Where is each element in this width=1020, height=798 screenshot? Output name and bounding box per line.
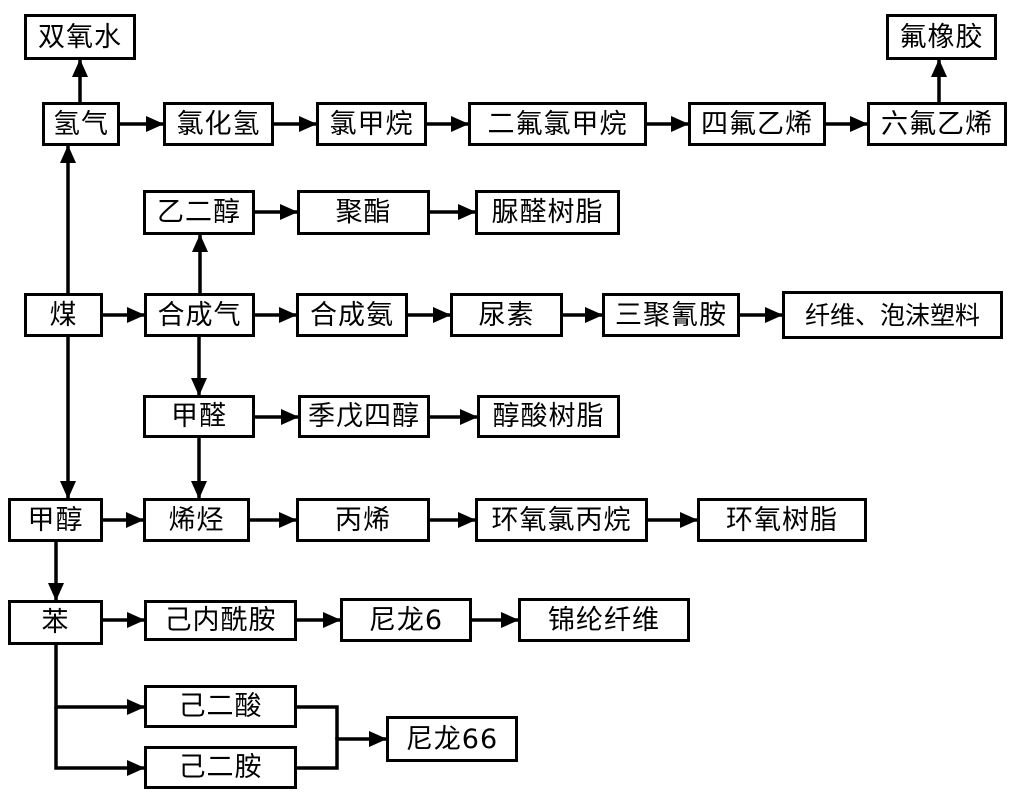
node-label: 氟橡胶 — [899, 21, 984, 53]
node-label: 四氟乙烯 — [701, 108, 813, 140]
node-label: 氢气 — [53, 108, 109, 140]
node-label: 苯 — [41, 607, 70, 638]
node-adipic-acid: 己二酸 — [144, 685, 297, 728]
node-polyamide-fiber: 锦纶纤维 — [518, 598, 690, 642]
node-label: 甲醇 — [27, 504, 84, 536]
node-label: 纤维、泡沫塑料 — [804, 300, 980, 330]
node-hydrogen: 氢气 — [42, 102, 120, 146]
node-fluororubber: 氟橡胶 — [886, 14, 997, 60]
node-label: 甲醛 — [171, 401, 227, 432]
node-label: 己内酰胺 — [164, 605, 277, 636]
node-hydrogen-chloride: 氯化氢 — [163, 102, 274, 146]
node-syngas: 合成气 — [144, 293, 255, 337]
node-label: 双氧水 — [38, 21, 122, 53]
node-label: 氯甲烷 — [329, 108, 414, 140]
node-label: 环氧氯丙烷 — [491, 504, 632, 536]
node-hydrogen-peroxide: 双氧水 — [24, 14, 136, 60]
node-label: 三聚氰胺 — [615, 299, 727, 331]
node-label: 二氟氯甲烷 — [487, 108, 628, 140]
edge-benzene-to-hexamethylenediamine — [54, 707, 145, 776]
edge-adipic-acid-to-merge — [297, 705, 339, 740]
node-label: 脲醛树脂 — [491, 197, 604, 228]
node-epoxy-resin: 环氧树脂 — [697, 498, 867, 542]
node-olefin: 烯烃 — [143, 498, 250, 542]
node-synthetic-ammonia: 合成氨 — [296, 293, 408, 337]
edge-benzene-to-adipic-acid — [54, 645, 145, 715]
node-label: 尿素 — [478, 299, 535, 331]
node-label: 烯烃 — [168, 504, 225, 536]
node-label: 丙烯 — [335, 504, 391, 536]
node-label: 合成气 — [157, 299, 242, 331]
node-urea: 尿素 — [450, 293, 563, 337]
node-hexamethylenediamine: 己二胺 — [144, 746, 297, 789]
node-hexafluoroethylene: 六氟乙烯 — [867, 102, 1007, 146]
node-nylon-66: 尼龙66 — [386, 716, 518, 762]
node-pentaerythritol: 季戊四醇 — [298, 395, 430, 438]
node-label: 氯化氢 — [176, 108, 261, 140]
node-label: 己二酸 — [178, 691, 263, 722]
node-label: 己二胺 — [178, 752, 263, 783]
edge-hexamethylenediamine-to-merge — [297, 737, 339, 770]
node-benzene: 苯 — [8, 600, 103, 645]
node-difluorochloromethane: 二氟氯甲烷 — [468, 102, 647, 146]
node-label: 环氧树脂 — [726, 504, 838, 536]
node-label: 乙二醇 — [157, 197, 241, 228]
node-label: 锦纶纤维 — [548, 604, 660, 636]
node-label: 六氟乙烯 — [881, 108, 993, 140]
node-caprolactam: 己内酰胺 — [144, 600, 297, 641]
node-label: 合成氨 — [310, 299, 394, 331]
node-chloromethane: 氯甲烷 — [316, 102, 427, 146]
node-formaldehyde: 甲醛 — [143, 395, 255, 438]
node-label: 季戊四醇 — [308, 401, 420, 432]
node-coal: 煤 — [24, 293, 103, 337]
node-urea-formaldehyde-resin: 脲醛树脂 — [475, 190, 620, 235]
node-nylon-6: 尼龙6 — [340, 598, 472, 642]
node-polyester: 聚酯 — [297, 190, 430, 235]
node-epichlorohydrin: 环氧氯丙烷 — [475, 498, 648, 542]
node-alkyd-resin: 醇酸树脂 — [477, 395, 620, 438]
node-label: 尼龙66 — [405, 723, 499, 755]
node-methanol: 甲醇 — [8, 498, 103, 542]
node-label: 尼龙6 — [368, 604, 444, 636]
node-label: 醇酸树脂 — [492, 401, 605, 432]
node-fiber-foam-plastic: 纤维、泡沫塑料 — [782, 291, 1003, 339]
node-melamine: 三聚氰胺 — [602, 293, 740, 337]
node-propylene: 丙烯 — [296, 498, 430, 542]
node-ethylene-glycol: 乙二醇 — [143, 190, 255, 235]
node-label: 聚酯 — [335, 197, 392, 228]
node-label: 煤 — [49, 299, 78, 331]
node-tetrafluoroethylene: 四氟乙烯 — [688, 102, 826, 146]
